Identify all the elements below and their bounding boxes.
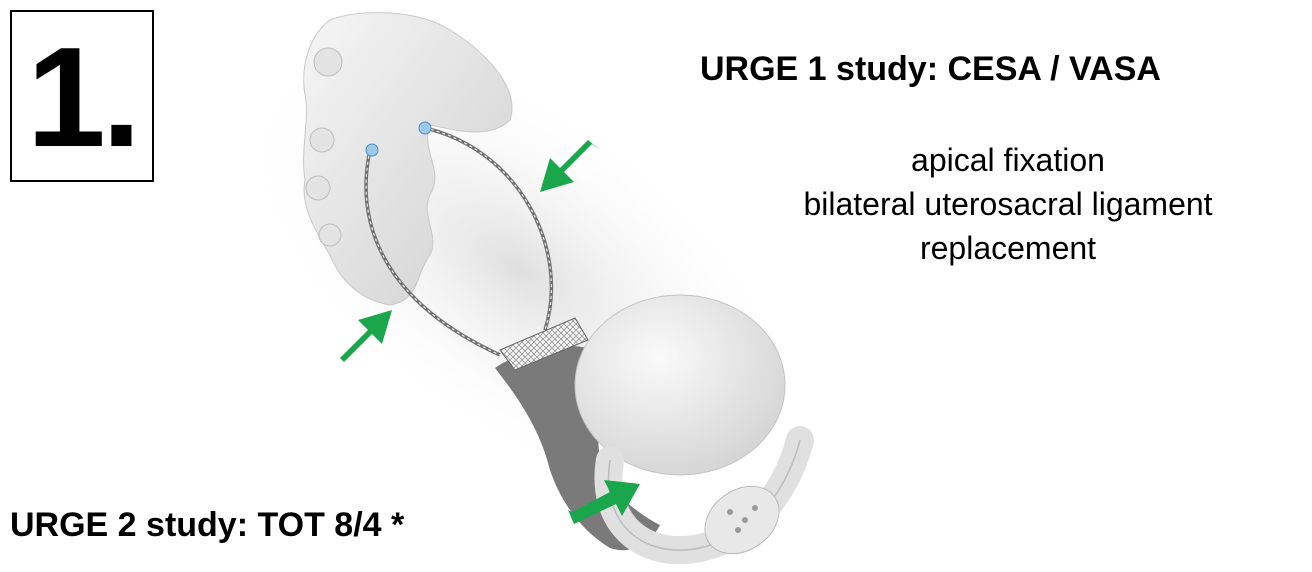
step-number: 1. (27, 27, 137, 169)
vertebra (310, 128, 334, 152)
opening-dot (735, 527, 741, 533)
step-number-box: 1. (10, 10, 154, 182)
opening-dot (742, 517, 748, 523)
vertebra (314, 48, 342, 76)
anchor-point (419, 122, 431, 134)
opening-dot (727, 509, 733, 515)
anchor-point (366, 144, 378, 156)
vertebra (319, 224, 341, 246)
pelvic-anatomy-illustration (160, 0, 920, 572)
opening-dot (752, 505, 758, 511)
vertebra (306, 176, 330, 200)
